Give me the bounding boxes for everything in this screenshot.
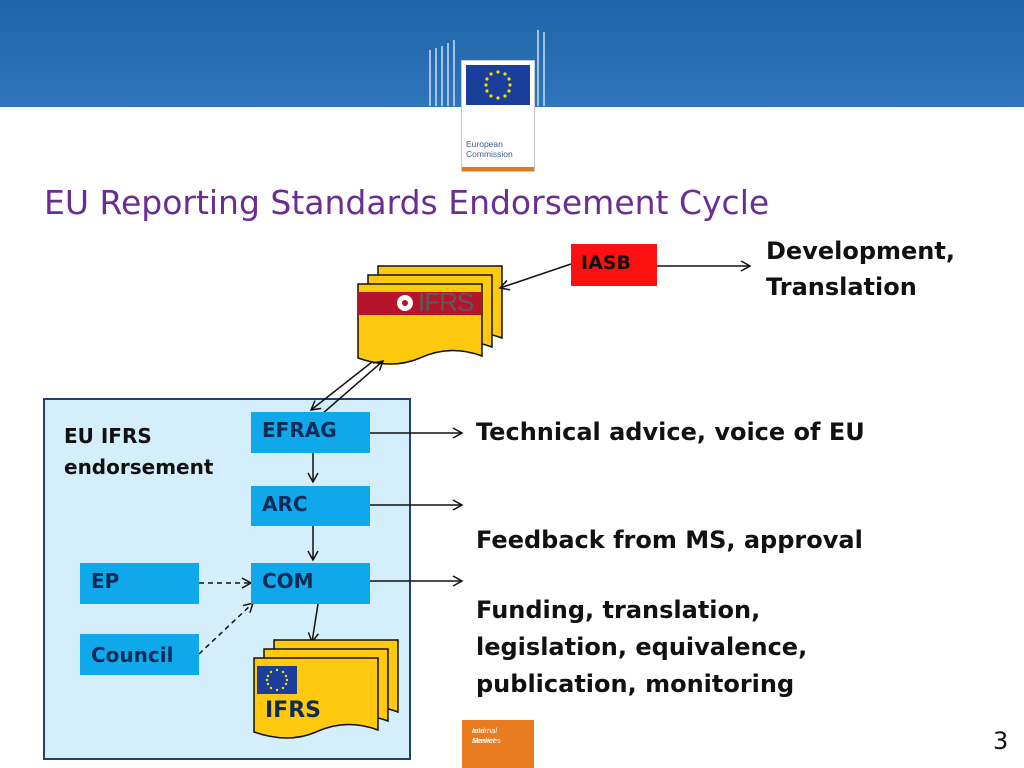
development-text: Development, Translation — [766, 237, 955, 301]
eu-flag-icon — [466, 65, 530, 105]
council-box: Council — [80, 634, 199, 675]
arc-description: Feedback from MS, approval — [476, 526, 863, 554]
ifrs-document-stack — [357, 265, 503, 365]
page-number: 3 — [993, 727, 1009, 755]
eu-ifrs-label: IFRS — [265, 698, 321, 723]
ep-box: EP — [80, 563, 199, 604]
efrag-description: Technical advice, voice of EU — [476, 418, 865, 446]
logo-box: European Commission — [461, 60, 535, 172]
panel-label: EU IFRS endorsement — [64, 424, 214, 479]
com-description: Funding, translation, legislation, equiv… — [476, 596, 808, 698]
logo-orange-bar — [462, 167, 534, 171]
eu-ifrs-document-stack — [253, 639, 399, 739]
slide-title: EU Reporting Standards Endorsement Cycle — [44, 183, 770, 222]
building-lines-icon — [429, 30, 545, 106]
logo-text: European Commission — [466, 139, 513, 159]
arc-box: ARC — [251, 486, 370, 526]
iasb-box: IASB — [571, 244, 657, 286]
ifrs-logo-text: IFRS — [418, 287, 474, 317]
european-commission-logo: European Commission — [426, 30, 546, 172]
efrag-box: EFRAG — [251, 412, 370, 453]
com-box: COM — [251, 563, 370, 604]
